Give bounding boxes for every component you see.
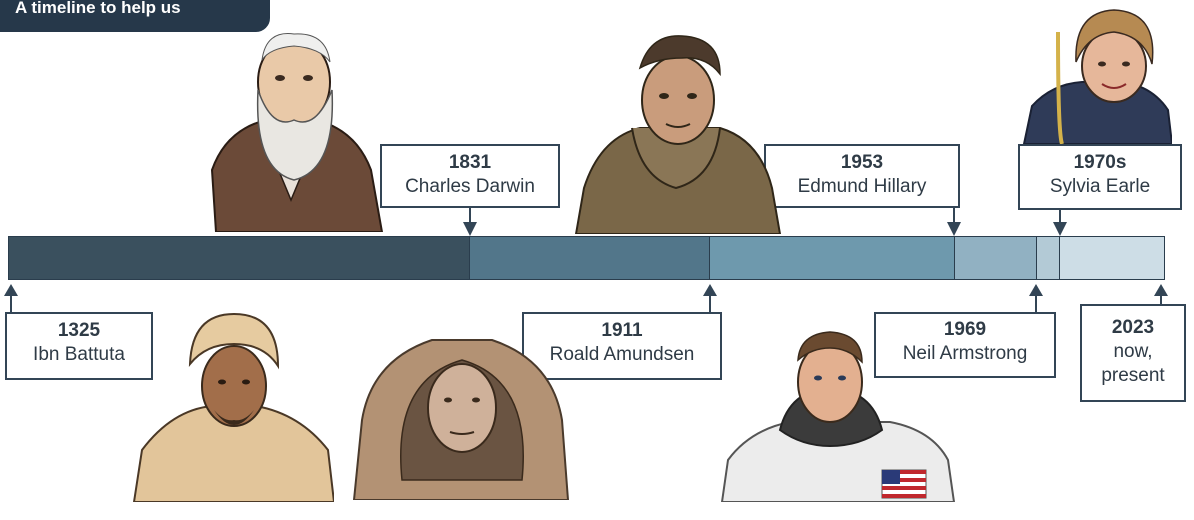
event-box-2023: 2023 now, present <box>1080 304 1186 402</box>
event-year: 1911 <box>601 320 643 341</box>
darwin-portrait <box>210 33 384 232</box>
segment-4 <box>954 236 1037 280</box>
event-year: 1969 <box>943 319 987 340</box>
event-name: Charles Darwin <box>405 176 535 197</box>
arrow-up-1969 <box>1029 284 1043 312</box>
arrow-up-2023 <box>1154 284 1168 304</box>
segment-1 <box>8 236 470 280</box>
title-tab: A timeline to help us <box>0 0 270 32</box>
event-box-1831: 1831 Charles Darwin <box>380 144 560 208</box>
event-name: Sylvia Earle <box>1049 176 1151 197</box>
arrow-down-1831 <box>463 206 477 236</box>
event-year: 1953 <box>840 152 884 173</box>
event-name-line2: present <box>1101 365 1165 386</box>
arrow-down-1970s <box>1053 210 1067 236</box>
arrow-up-1911 <box>703 284 717 312</box>
event-box-1325: 1325 Ibn Battuta <box>5 312 153 380</box>
earle-portrait <box>1022 9 1172 144</box>
event-box-1969: 1969 Neil Armstrong <box>874 312 1056 378</box>
event-box-1953: 1953 Edmund Hillary <box>764 144 960 208</box>
battuta-portrait <box>132 312 334 502</box>
segment-5 <box>1036 236 1060 280</box>
segment-3 <box>709 236 955 280</box>
event-box-1970s: 1970s Sylvia Earle <box>1018 144 1182 210</box>
event-year: 2023 <box>1111 317 1155 338</box>
hillary-portrait <box>574 35 782 234</box>
event-name: Roald Amundsen <box>549 344 695 365</box>
event-box-1911: 1911 Roald Amundsen <box>522 312 722 380</box>
event-year: 1831 <box>448 152 492 173</box>
segment-6 <box>1059 236 1165 280</box>
event-name: Neil Armstrong <box>902 343 1028 364</box>
event-name-line1: now, <box>1113 341 1153 362</box>
armstrong-portrait <box>720 331 956 502</box>
event-year: 1325 <box>57 320 101 341</box>
event-year: 1970s <box>1073 152 1127 173</box>
page-title: A timeline to help us <box>15 0 181 17</box>
arrow-down-1953 <box>947 206 961 236</box>
arrow-up-1325 <box>4 284 18 312</box>
event-name: Ibn Battuta <box>33 344 125 365</box>
amundsen-portrait <box>352 339 570 500</box>
event-name: Edmund Hillary <box>797 176 927 197</box>
segment-2 <box>469 236 710 280</box>
us-flag-icon <box>881 469 927 499</box>
